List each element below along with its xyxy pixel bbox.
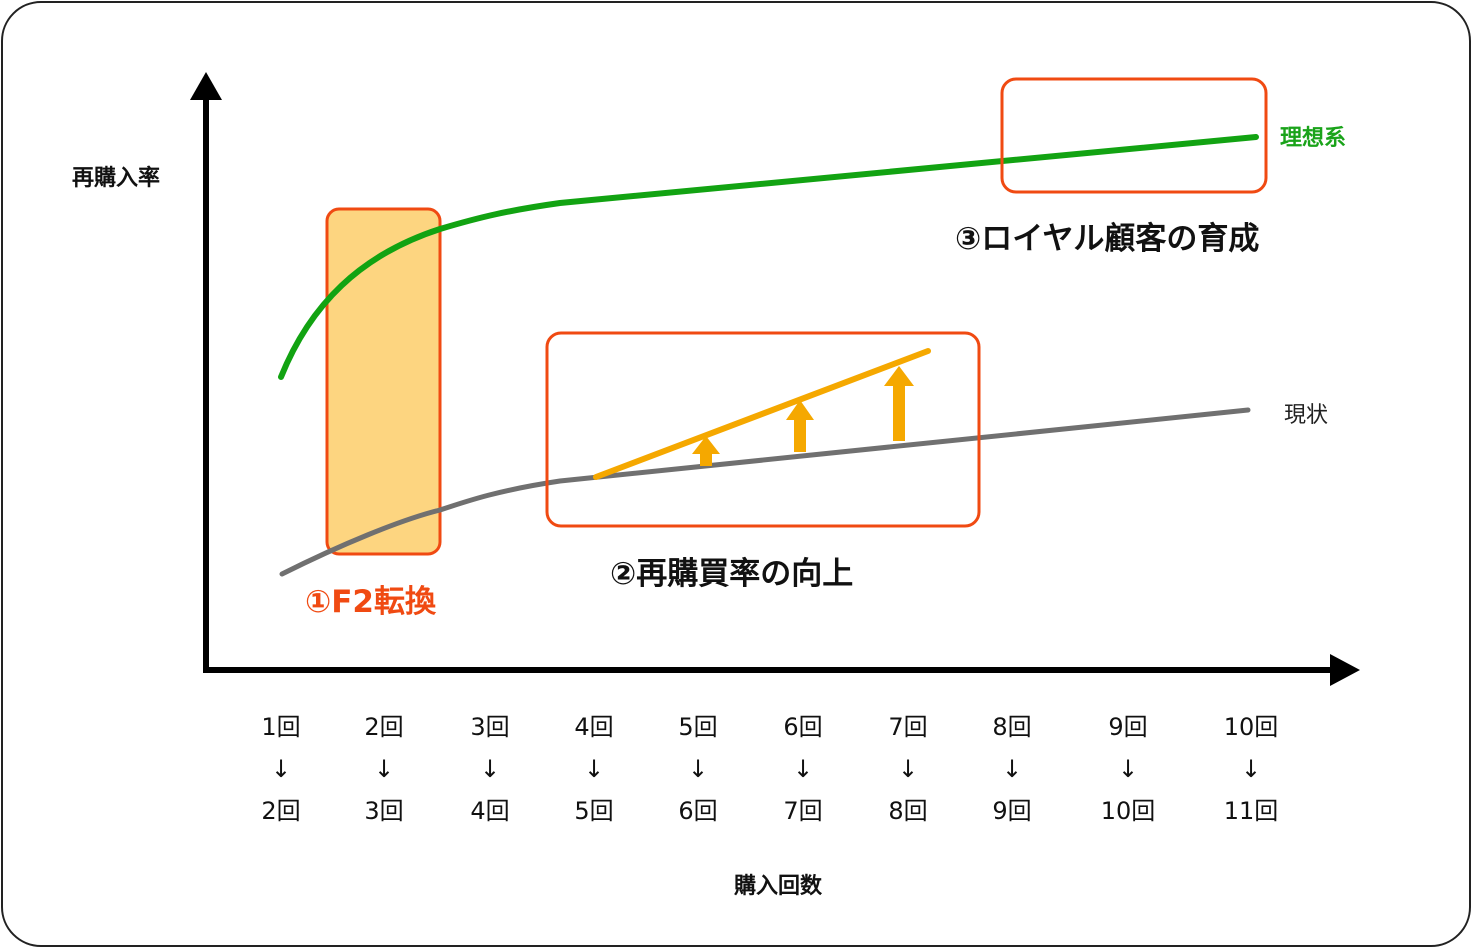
x-tick-from: 5回 bbox=[678, 713, 718, 741]
x-tick: 9回 ↓ 10回 bbox=[1078, 706, 1178, 832]
x-tick-from: 7回 bbox=[888, 713, 928, 741]
x-tick-arrow: ↓ bbox=[1001, 755, 1023, 783]
x-axis-label: 購入回数 bbox=[734, 874, 823, 899]
x-tick-arrow: ↓ bbox=[583, 755, 605, 783]
x-tick-from: 2回 bbox=[364, 713, 404, 741]
x-tick-from: 1回 bbox=[261, 713, 301, 741]
x-tick-to: 2回 bbox=[261, 797, 301, 825]
x-tick: 5回 ↓ 6回 bbox=[648, 706, 748, 832]
x-tick-from: 6回 bbox=[783, 713, 823, 741]
f2-highlight-box bbox=[325, 207, 442, 556]
up-arrow-icon bbox=[692, 436, 720, 466]
y-axis-label: 再購入率 bbox=[72, 166, 161, 191]
x-tick: 7回 ↓ 8回 bbox=[858, 706, 958, 832]
ideal-curve bbox=[278, 134, 1259, 380]
x-tick-arrow: ↓ bbox=[479, 755, 501, 783]
x-tick-to: 4回 bbox=[470, 797, 510, 825]
x-tick-arrow: ↓ bbox=[270, 755, 292, 783]
current-series-label: 現状 bbox=[1284, 403, 1329, 428]
ideal-series-label: 理想系 bbox=[1280, 126, 1347, 151]
x-tick-to: 10回 bbox=[1100, 797, 1156, 825]
x-axis-arrowhead-icon bbox=[1330, 654, 1360, 686]
x-tick-from: 4回 bbox=[574, 713, 614, 741]
x-tick-to: 9回 bbox=[992, 797, 1032, 825]
y-axis-arrowhead-icon bbox=[190, 72, 222, 100]
x-tick-to: 6回 bbox=[678, 797, 718, 825]
x-tick-to: 8回 bbox=[888, 797, 928, 825]
x-tick-to: 5回 bbox=[574, 797, 614, 825]
x-tick-to: 11回 bbox=[1223, 797, 1279, 825]
x-tick-from: 9回 bbox=[1108, 713, 1148, 741]
repurchase-box bbox=[545, 331, 981, 528]
x-tick-arrow: ↓ bbox=[687, 755, 709, 783]
up-arrow-icon bbox=[786, 400, 814, 452]
x-tick: 3回 ↓ 4回 bbox=[440, 706, 540, 832]
x-tick-arrow: ↓ bbox=[792, 755, 814, 783]
x-tick-to: 3回 bbox=[364, 797, 404, 825]
x-tick-from: 10回 bbox=[1223, 713, 1279, 741]
x-tick-from: 3回 bbox=[470, 713, 510, 741]
up-arrow-icon bbox=[884, 366, 914, 441]
loyal-customer-label: ③ロイヤル顧客の育成 bbox=[955, 221, 1260, 257]
loyal-box bbox=[1000, 77, 1268, 194]
x-tick: 6回 ↓ 7回 bbox=[753, 706, 853, 832]
x-tick-arrow: ↓ bbox=[373, 755, 395, 783]
repurchase-rate-label: ②再購買率の向上 bbox=[610, 556, 854, 592]
x-tick: 4回 ↓ 5回 bbox=[544, 706, 644, 832]
x-tick-from: 8回 bbox=[992, 713, 1032, 741]
x-tick: 10回 ↓ 11回 bbox=[1201, 706, 1301, 832]
x-tick: 2回 ↓ 3回 bbox=[334, 706, 434, 832]
improved-trend-line bbox=[593, 348, 931, 480]
x-tick: 8回 ↓ 9回 bbox=[962, 706, 1062, 832]
x-tick-arrow: ↓ bbox=[1240, 755, 1262, 783]
x-tick-arrow: ↓ bbox=[1117, 755, 1139, 783]
x-tick-arrow: ↓ bbox=[897, 755, 919, 783]
current-curve bbox=[279, 407, 1251, 577]
f2-conversion-label: ①F2転換 bbox=[305, 584, 436, 620]
x-tick: 1回 ↓ 2回 bbox=[231, 706, 331, 832]
x-tick-to: 7回 bbox=[783, 797, 823, 825]
